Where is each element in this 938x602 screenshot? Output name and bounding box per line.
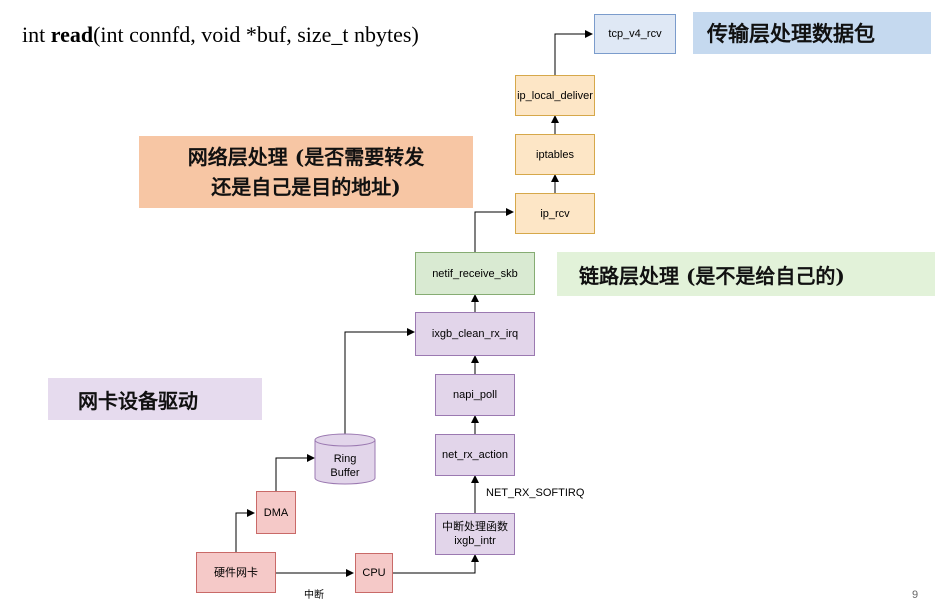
napi-poll-label: napi_poll: [452, 389, 498, 401]
dma-label: DMA: [263, 506, 289, 519]
signature-function-name: read: [50, 22, 94, 47]
arrow-ringbuffer-to-clean: [344, 328, 415, 436]
driver-label: 网卡设备驱动: [48, 378, 262, 420]
ring-buffer-label-line1: Ring: [333, 453, 357, 465]
nic-node: 硬件网卡: [196, 552, 276, 593]
softirq-edge-label: NET_RX_SOFTIRQ: [486, 487, 585, 499]
arrow-netif-to-iprcv: [474, 208, 514, 252]
transport-layer-label: 传输层处理数据包: [693, 12, 931, 54]
irq-handler-node: 中断处理函数 ixgb_intr: [435, 513, 515, 555]
network-layer-text-line2: 还是自己是目的地址): [211, 175, 401, 199]
napi-poll-node: napi_poll: [435, 374, 515, 416]
network-layer-label: 网络层处理 (是否需要转发 还是自己是目的地址): [139, 136, 473, 208]
iptables-node: iptables: [515, 134, 595, 175]
nic-label: 硬件网卡: [214, 566, 258, 579]
link-layer-text: 链路层处理 (是不是给自己的): [579, 263, 845, 288]
driver-text: 网卡设备驱动: [78, 388, 198, 413]
signature-args: (int connfd, void *buf, size_t nbytes): [93, 22, 419, 47]
net-rx-action-label: net_rx_action: [441, 449, 509, 461]
ip-local-deliver-label: ip_local_deliver: [517, 89, 593, 102]
netif-receive-skb-label: netif_receive_skb: [432, 267, 518, 280]
function-signature: int read(int connfd, void *buf, size_t n…: [22, 22, 419, 48]
arrow-dma-to-ringbuffer: [275, 454, 315, 491]
ip-rcv-node: ip_rcv: [515, 193, 595, 234]
ip-rcv-label: ip_rcv: [540, 207, 570, 220]
tcp-v4-rcv-node: tcp_v4_rcv: [594, 14, 676, 54]
arrow-nic-to-dma: [235, 509, 255, 552]
cpu-node: CPU: [355, 553, 393, 593]
ixgb-clean-rx-irq-label: ixgb_clean_rx_irq: [431, 328, 519, 340]
transport-layer-text: 传输层处理数据包: [707, 21, 875, 46]
arrow-cpu-to-irq-handler: [393, 554, 479, 574]
interrupt-edge-label: 中断: [304, 590, 324, 601]
dma-node: DMA: [256, 491, 296, 534]
tcp-v4-rcv-label: tcp_v4_rcv: [608, 28, 662, 40]
ring-buffer-node: Ring Buffer: [315, 448, 375, 484]
ring-buffer-cylinder: [314, 433, 376, 485]
irq-handler-label-line2: ixgb_intr: [454, 535, 496, 547]
link-layer-label: 链路层处理 (是不是给自己的): [557, 252, 935, 296]
iptables-label: iptables: [536, 148, 574, 161]
page-number: 9: [912, 589, 919, 601]
irq-handler-label-line1: 中断处理函数: [442, 521, 508, 533]
network-layer-text-line1: 网络层处理 (是否需要转发: [187, 145, 425, 169]
ip-local-deliver-node: ip_local_deliver: [515, 75, 595, 116]
netif-receive-skb-node: netif_receive_skb: [415, 252, 535, 295]
ring-buffer-label-line2: Buffer: [330, 467, 360, 479]
cpu-label: CPU: [362, 567, 386, 579]
net-rx-action-node: net_rx_action: [435, 434, 515, 476]
signature-prefix: int: [22, 22, 51, 47]
arrow-localdeliver-to-tcp: [554, 30, 593, 75]
ixgb-clean-rx-irq-node: ixgb_clean_rx_irq: [415, 312, 535, 356]
